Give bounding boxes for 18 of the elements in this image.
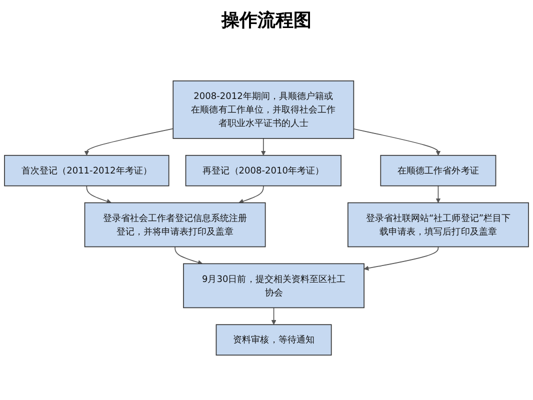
node-box: 首次登记（2011-2012年考证）: [4, 154, 170, 186]
node-box: 在顺德工作省外考证: [380, 154, 496, 186]
node-box: 资料审核，等待通知: [216, 324, 332, 356]
arrow: [84, 128, 174, 156]
node-box: 再登记（2008-2010年考证）: [185, 154, 342, 186]
arrow: [174, 246, 203, 265]
arrow: [271, 307, 276, 325]
node-box: 登录省社联网站“社工师登记”栏目下载申请表，填写后打印及盖章: [348, 202, 529, 248]
arrow: [86, 185, 112, 204]
node-box: 9月30日前，提交相关资料至区社工协会: [183, 263, 364, 308]
title: 操作流程图: [222, 9, 312, 32]
arrow: [364, 246, 439, 271]
arrow: [436, 185, 441, 203]
node-box: 2008-2012年期间，具顺德户籍或在顺德有工作单位，并取得社会工作者职业水平证书的人士: [172, 80, 354, 139]
arrow: [238, 185, 264, 204]
node-box: 登录省社会工作者登记信息系统注册登记，并将申请表打印及盖章: [84, 202, 266, 248]
arrow: [260, 138, 266, 156]
arrow: [353, 128, 441, 156]
